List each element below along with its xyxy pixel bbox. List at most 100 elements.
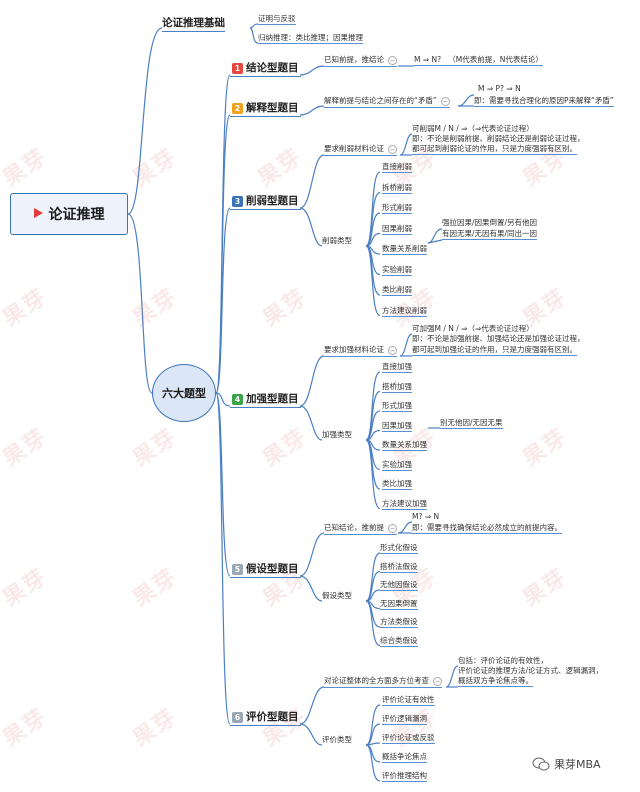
connector-line <box>299 154 325 209</box>
connector-line <box>399 333 413 357</box>
weaken-causal-note[interactable]: 有因无果/无因有果/同出一因 <box>442 229 538 240</box>
root-node[interactable]: 论证推理 <box>10 193 128 235</box>
strengthen-type-item[interactable]: 类比加强 <box>382 479 412 490</box>
connector-line <box>299 105 325 116</box>
connector-line <box>365 570 381 602</box>
explain-note[interactable]: 即：需要寻找合理化的原因P来解释“矛盾” <box>474 96 614 107</box>
connector-line <box>127 27 163 215</box>
collapse-icon[interactable]: − <box>388 523 397 533</box>
connector-line <box>397 521 413 534</box>
connector-line <box>249 23 259 29</box>
flag-icon <box>33 208 43 218</box>
weaken-type-item[interactable]: 方法建议削弱 <box>382 305 427 317</box>
number-badge: 4 <box>232 393 243 405</box>
connector-line <box>215 207 231 394</box>
assume-type-item[interactable]: 形式化假设 <box>380 543 418 554</box>
assume-type-item[interactable]: 无因果倒置 <box>380 598 418 610</box>
strengthen-type-item[interactable]: 因果加强 <box>382 420 412 432</box>
collapse-icon[interactable]: − <box>388 55 397 65</box>
number-badge: 5 <box>232 563 243 575</box>
basis-item-proof[interactable]: 证明与反驳 <box>258 14 296 25</box>
conclusion-premise[interactable]: 已知前提，推结论− <box>324 55 397 67</box>
weaken-type-item[interactable]: 类比削弱 <box>382 285 412 296</box>
evaluate-desc-line[interactable]: 概括双方争论焦点等。 <box>458 676 533 687</box>
assume-premise[interactable]: 已知结论，推前提− <box>324 523 397 535</box>
strengthen-desc-line: 即：不论是加强前提、加强结论还是加强论证过程， <box>412 334 585 343</box>
strengthen-desc-line: 可加强M / N / ⇒（⇒代表论证过程） <box>412 324 534 333</box>
evaluate-desc-line: 包括：评价论证的有效性， <box>458 656 548 665</box>
evaluate-type-item[interactable]: 概括争论焦点 <box>382 752 427 763</box>
connector-line <box>365 744 381 782</box>
weaken-requirement[interactable]: 要求削弱材料论证− <box>324 144 397 156</box>
connector-line <box>215 392 231 407</box>
strengthen-type-item[interactable]: 形式加强 <box>382 401 412 412</box>
wechat-icon <box>532 757 550 771</box>
assume-type-item[interactable]: 搭桥法假设 <box>380 561 418 573</box>
assume-note[interactable]: 即：需要寻找确保结论必然成立的前提内容。 <box>412 523 562 534</box>
strengthen-type-item[interactable]: 实验加强 <box>382 459 412 471</box>
strengthen-type-item[interactable]: 直接加强 <box>382 362 412 373</box>
weaken-type-item[interactable]: 数量关系削弱 <box>382 244 427 255</box>
category-label: 结论型题目 <box>246 62 299 74</box>
assume-type-item[interactable]: 综合类假设 <box>380 635 418 647</box>
evaluate-type-item[interactable]: 评价推理结构 <box>382 771 427 782</box>
number-badge: 2 <box>232 102 243 114</box>
collapse-icon[interactable]: − <box>388 144 397 154</box>
weaken-type-item[interactable]: 因果削弱 <box>382 223 412 235</box>
assume-type-label: 假设类型 <box>322 591 352 600</box>
basis-node[interactable]: 论证推理基础 <box>162 15 225 32</box>
footer-label: 果芽MBA <box>554 758 601 771</box>
strengthen-type-item[interactable]: 方法建议加强 <box>382 498 427 510</box>
weaken-type-item[interactable]: 直接削弱 <box>382 162 412 173</box>
collapse-icon[interactable]: − <box>433 676 442 686</box>
strengthen-type-label: 加强类型 <box>322 430 352 439</box>
connector-line <box>457 94 475 107</box>
hub-node[interactable]: 六大题型 <box>152 364 216 422</box>
connector-line <box>365 245 381 317</box>
category-label: 削弱型题目 <box>246 195 299 207</box>
basis-item-induction[interactable]: 归纳推理：类比推理；因果推理 <box>258 33 363 44</box>
connector-line <box>215 392 231 725</box>
number-badge: 1 <box>232 62 243 74</box>
category-label: 假设型题目 <box>246 563 299 575</box>
weaken-type-item[interactable]: 实验削弱 <box>382 264 412 276</box>
connector-line <box>299 686 325 725</box>
collapse-icon[interactable]: − <box>440 96 450 106</box>
weaken-desc-line[interactable]: 都可起到削弱论证的作用，只是力度强弱有区别。 <box>412 144 577 155</box>
footer-brand: 果芽MBA <box>532 756 601 772</box>
conclusion-formula[interactable]: M ⇒ N? （M代表前提，N代表结论） <box>414 55 543 66</box>
number-badge: 6 <box>232 711 243 723</box>
strengthen-type-item[interactable]: 数量关系加强 <box>382 440 427 451</box>
assume-type-item[interactable]: 无他因假设 <box>380 580 418 591</box>
evaluate-type-item[interactable]: 评价论证或反驳 <box>382 733 435 744</box>
weaken-type-item[interactable]: 拆桥削弱 <box>382 182 412 194</box>
weaken-type-label: 削弱类型 <box>322 236 352 245</box>
connector-line <box>365 723 381 746</box>
evaluate-premise[interactable]: 对论证整体的全方面多方位考查− <box>324 676 442 688</box>
category-label: 评价型题目 <box>246 711 299 723</box>
connector-line <box>299 405 323 441</box>
strengthen-type-item[interactable]: 搭桥加强 <box>382 381 412 393</box>
strengthen-desc-line[interactable]: 都可起到加强论证的作用，只是力度强弱有区别。 <box>412 345 577 356</box>
weaken-desc-line: 即：不论是削弱前提、削弱结论还是削弱论证过程， <box>412 134 585 143</box>
strengthen-requirement[interactable]: 要求加强材料论证− <box>324 345 397 357</box>
assume-formula: M? ⇒ N <box>412 512 440 521</box>
strengthen-causal-note[interactable]: 别无他因/无因无果 <box>440 418 503 429</box>
evaluate-type-item[interactable]: 评价论证有效性 <box>382 695 435 706</box>
assume-type-item[interactable]: 方法类假设 <box>380 617 418 628</box>
weaken-type-item[interactable]: 形式削弱 <box>382 203 412 214</box>
category-label: 解释型题目 <box>246 102 299 114</box>
explain-premise[interactable]: 解释前提与结论之间存在的“矛盾”− <box>324 96 450 108</box>
collapse-icon[interactable]: − <box>388 345 397 355</box>
evaluate-type-label: 评价类型 <box>322 735 352 744</box>
connector-line <box>365 410 381 441</box>
evaluate-type-item[interactable]: 评价逻辑漏洞 <box>382 714 427 725</box>
